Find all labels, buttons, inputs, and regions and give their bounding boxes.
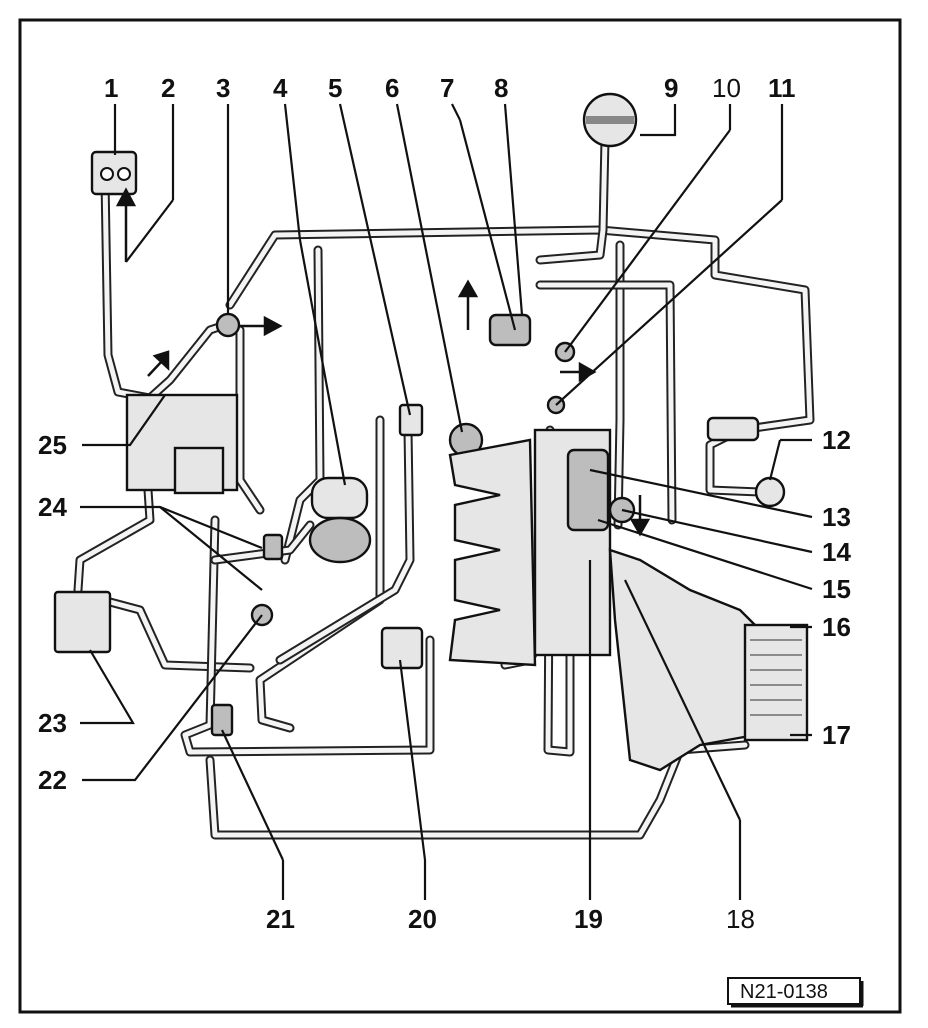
callout-23: 23 xyxy=(38,708,67,738)
callout-labels: 1 2 3 4 5 6 7 8 9 10 11 12 13 14 15 16 1… xyxy=(38,73,851,934)
assembly-4 xyxy=(310,476,369,520)
callout-18: 18 xyxy=(726,904,755,934)
figure-reference-box xyxy=(727,977,861,1005)
valve-8 xyxy=(488,313,532,347)
intake-duct-16 xyxy=(608,548,762,772)
callout-9: 9 xyxy=(664,73,678,103)
leader-lines xyxy=(80,103,813,900)
fitting-5 xyxy=(398,403,424,437)
fitting-24 xyxy=(262,533,284,561)
callout-11: 11 xyxy=(768,73,796,103)
assembly-4-housing xyxy=(308,516,372,564)
callout-22: 22 xyxy=(38,765,67,795)
reservoir-band xyxy=(586,116,634,124)
callout-19: 19 xyxy=(574,904,603,934)
callout-25: 25 xyxy=(38,430,67,460)
hose-network xyxy=(73,135,815,840)
callout-3: 3 xyxy=(216,73,230,103)
callout-2: 2 xyxy=(161,73,175,103)
callout-12: 12 xyxy=(822,425,851,455)
callout-21: 21 xyxy=(266,904,295,934)
callout-15: 15 xyxy=(822,574,851,604)
callout-20: 20 xyxy=(408,904,437,934)
callout-1: 1 xyxy=(104,73,118,103)
hose-connector-12 xyxy=(706,416,760,442)
intercooler-17 xyxy=(743,623,809,742)
callout-6: 6 xyxy=(385,73,399,103)
callout-14: 14 xyxy=(822,537,851,567)
callout-7: 7 xyxy=(440,73,454,103)
diagram-frame xyxy=(18,18,902,1014)
callout-8: 8 xyxy=(494,73,508,103)
connector-port-right xyxy=(117,167,131,181)
callout-16: 16 xyxy=(822,612,851,642)
figure-reference: N21-0138 xyxy=(740,981,828,1003)
fitting-12 xyxy=(754,476,786,508)
callout-24: 24 xyxy=(38,492,67,522)
filter-23 xyxy=(53,590,112,654)
flow-arrows xyxy=(115,187,651,537)
callout-10: 10 xyxy=(712,73,741,103)
callout-4: 4 xyxy=(273,73,288,103)
valve-cluster xyxy=(566,448,610,532)
valve-20 xyxy=(380,626,424,670)
callout-13: 13 xyxy=(822,502,851,532)
intercooler-fins xyxy=(750,639,802,716)
callout-17: 17 xyxy=(822,720,851,750)
connector-port-left xyxy=(100,167,114,181)
left-module xyxy=(173,446,225,495)
intake-manifold xyxy=(448,438,537,667)
callout-5: 5 xyxy=(328,73,342,103)
valve-21 xyxy=(210,703,234,737)
valve-3 xyxy=(215,312,241,338)
